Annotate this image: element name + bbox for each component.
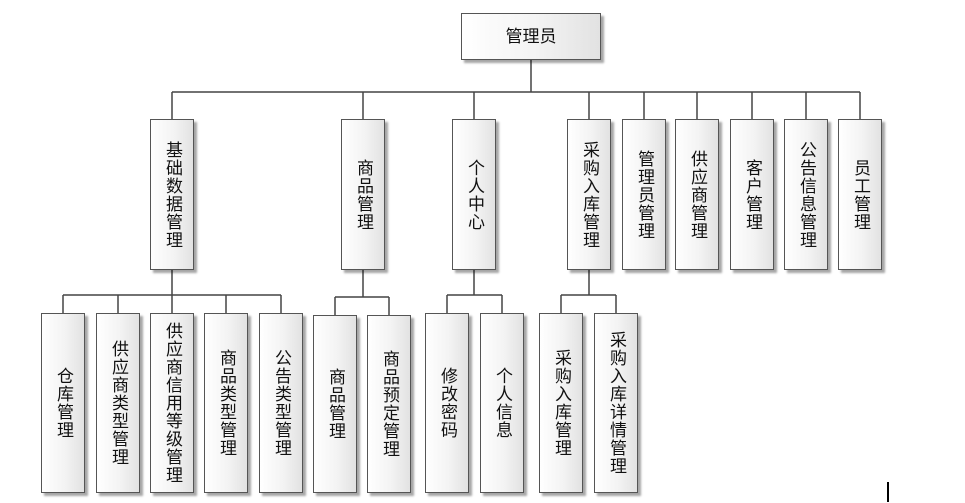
node-personal-center: 个人中心 <box>452 119 496 270</box>
node-goods: 商品管理 <box>341 119 385 270</box>
root-node-label: 管理员 <box>505 26 557 47</box>
node-supplier-label: 供应商管理 <box>687 149 707 240</box>
node-purchase-storage-manage: 采购入库管理 <box>539 313 583 493</box>
root-node: 管理员 <box>461 13 601 60</box>
node-goods-reservation: 商品预定管理 <box>367 315 411 493</box>
node-warehouse: 仓库管理 <box>41 313 85 493</box>
node-supplier-credit-level-label: 供应商信用等级管理 <box>162 322 182 484</box>
text-cursor <box>887 482 889 502</box>
node-purchase-storage: 采购入库管理 <box>567 119 611 270</box>
node-customer: 客户管理 <box>730 119 774 270</box>
node-goods-manage: 商品管理 <box>313 315 357 493</box>
node-supplier-type-label: 供应商类型管理 <box>108 340 128 466</box>
node-change-password: 修改密码 <box>425 313 469 493</box>
node-supplier-credit-level: 供应商信用等级管理 <box>150 313 194 493</box>
node-goods-type: 商品类型管理 <box>204 313 248 493</box>
node-customer-label: 客户管理 <box>742 158 762 231</box>
node-goods-reservation-label: 商品预定管理 <box>379 350 399 458</box>
node-notice-type: 公告类型管理 <box>259 313 303 493</box>
node-purchase-storage-label: 采购入库管理 <box>579 140 599 249</box>
node-warehouse-label: 仓库管理 <box>53 367 73 439</box>
node-basic-data: 基础数据管理 <box>150 119 194 270</box>
node-goods-manage-label: 商品管理 <box>325 368 345 440</box>
node-notice-type-label: 公告类型管理 <box>271 349 291 457</box>
node-staff-label: 员工管理 <box>850 158 870 231</box>
node-personal-info: 个人信息 <box>480 313 524 493</box>
node-admin: 管理员管理 <box>622 119 666 270</box>
node-change-password-label: 修改密码 <box>437 367 457 439</box>
node-admin-label: 管理员管理 <box>634 149 654 240</box>
node-goods-type-label: 商品类型管理 <box>216 349 236 457</box>
node-goods-label: 商品管理 <box>353 158 373 231</box>
node-personal-center-label: 个人中心 <box>464 158 484 231</box>
node-notice-info: 公告信息管理 <box>784 119 828 270</box>
node-supplier: 供应商管理 <box>675 119 719 270</box>
node-staff: 员工管理 <box>838 119 882 270</box>
node-basic-data-label: 基础数据管理 <box>162 140 182 249</box>
node-purchase-storage-detail: 采购入库详情管理 <box>594 313 638 493</box>
node-purchase-storage-detail-label: 采购入库详情管理 <box>606 331 626 475</box>
node-notice-info-label: 公告信息管理 <box>796 140 816 249</box>
node-personal-info-label: 个人信息 <box>492 367 512 439</box>
node-purchase-storage-manage-label: 采购入库管理 <box>551 349 571 457</box>
node-supplier-type: 供应商类型管理 <box>96 313 140 493</box>
